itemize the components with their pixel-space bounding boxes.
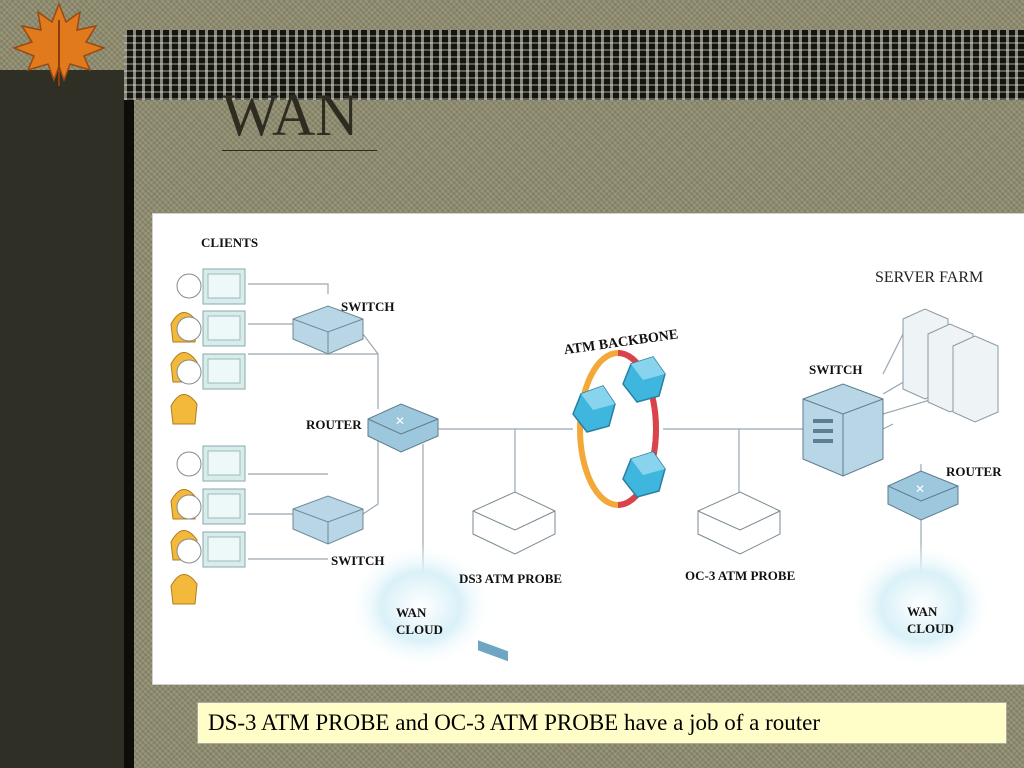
router-left-device: ✕ bbox=[367, 403, 439, 453]
label-wan-cloud-left-line2: CLOUD bbox=[396, 622, 443, 637]
switch-right-device bbox=[802, 383, 884, 477]
label-wan-cloud-left-line1: WAN bbox=[396, 605, 427, 620]
slide-title: WAN bbox=[222, 80, 377, 151]
label-switch-right: SWITCH bbox=[809, 362, 862, 377]
svg-text:✕: ✕ bbox=[915, 482, 925, 496]
left-sidebar-bar bbox=[0, 70, 124, 768]
oc3-atm-probe-device bbox=[697, 491, 781, 555]
switch-top-device bbox=[292, 305, 364, 355]
slide-caption: DS-3 ATM PROBE and OC-3 ATM PROBE have a… bbox=[197, 702, 1007, 744]
maple-leaf-icon bbox=[11, 1, 107, 86]
label-wan-cloud-right-line1: WAN bbox=[907, 604, 938, 619]
wan-cloud-right-glow bbox=[849, 544, 993, 668]
label-server-farm: SERVER FARM bbox=[875, 269, 983, 286]
top-decorative-band bbox=[124, 30, 1024, 100]
label-oc3-atm-probe: OC-3 ATM PROBE bbox=[685, 568, 795, 583]
label-router-right: ROUTER bbox=[946, 464, 1002, 479]
wan-cloud-left-glow bbox=[349, 544, 493, 668]
network-diagram: ✕ bbox=[152, 213, 1024, 685]
atm-backbone-ring bbox=[572, 350, 666, 508]
client-workstations-bottom bbox=[170, 445, 246, 605]
svg-text:✕: ✕ bbox=[395, 414, 405, 428]
server-farm-devices bbox=[902, 308, 999, 423]
client-workstations-top bbox=[170, 268, 246, 425]
label-wan-cloud-right-line2: CLOUD bbox=[907, 621, 954, 636]
ds3-atm-probe-device bbox=[472, 491, 556, 662]
label-switch-top: SWITCH bbox=[341, 299, 394, 314]
label-ds3-atm-probe: DS3 ATM PROBE bbox=[459, 571, 562, 586]
router-right-device: ✕ bbox=[887, 470, 959, 521]
left-sidebar-edge bbox=[124, 30, 134, 768]
label-clients: CLIENTS bbox=[201, 235, 258, 250]
label-switch-bottom: SWITCH bbox=[331, 553, 384, 568]
switch-bottom-device bbox=[292, 495, 364, 545]
label-router-left: ROUTER bbox=[306, 417, 362, 432]
